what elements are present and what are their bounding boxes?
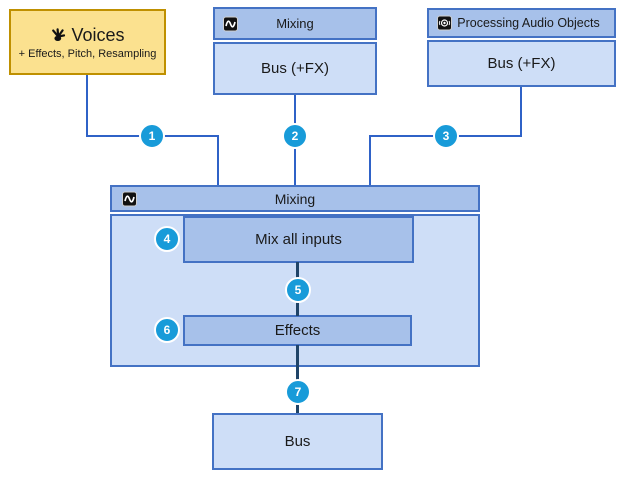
connector-objects-drop <box>369 135 371 185</box>
node-processing-audio-objects-body: Bus (+FX) <box>427 40 616 87</box>
step-badge-1: 1 <box>139 123 165 149</box>
step-badge-4: 4 <box>154 226 180 252</box>
node-mixing-top-body: Bus (+FX) <box>213 42 377 95</box>
mixing-top-bus-label: Bus (+FX) <box>261 60 329 77</box>
voices-title: Voices <box>71 24 125 45</box>
connector-voices-drop <box>217 135 219 185</box>
node-effects: Effects <box>183 315 412 346</box>
node-mix-all-inputs: Mix all inputs <box>183 216 414 263</box>
step-badge-7: 7 <box>285 379 311 405</box>
voices-subtitle: + Effects, Pitch, Resampling <box>18 47 157 60</box>
waveform-icon <box>223 16 238 31</box>
mixing-top-title: Mixing <box>276 16 314 31</box>
bus-label: Bus <box>284 433 311 450</box>
connector-voices-vertical <box>86 75 88 137</box>
node-voices: Voices + Effects, Pitch, Resampling <box>9 9 166 75</box>
effects-label: Effects <box>274 322 321 339</box>
step-badge-6: 6 <box>154 317 180 343</box>
audio-object-icon <box>437 15 452 31</box>
waveform-icon <box>122 191 137 206</box>
processing-audio-objects-bus-label: Bus (+FX) <box>487 55 556 72</box>
node-processing-audio-objects-header: Processing Audio Objects <box>427 8 616 38</box>
node-mixing-top-header: Mixing <box>213 7 377 40</box>
voice-hand-icon <box>50 27 66 43</box>
connector-objects-vertical <box>520 86 522 137</box>
processing-audio-objects-title: Processing Audio Objects <box>457 16 600 30</box>
mixing-main-title: Mixing <box>274 190 316 207</box>
mix-all-inputs-label: Mix all inputs <box>255 231 342 248</box>
node-mixing-main-header: Mixing <box>110 185 480 212</box>
step-badge-5: 5 <box>285 277 311 303</box>
step-badge-2: 2 <box>282 123 308 149</box>
node-bus: Bus <box>212 413 383 470</box>
step-badge-3: 3 <box>433 123 459 149</box>
